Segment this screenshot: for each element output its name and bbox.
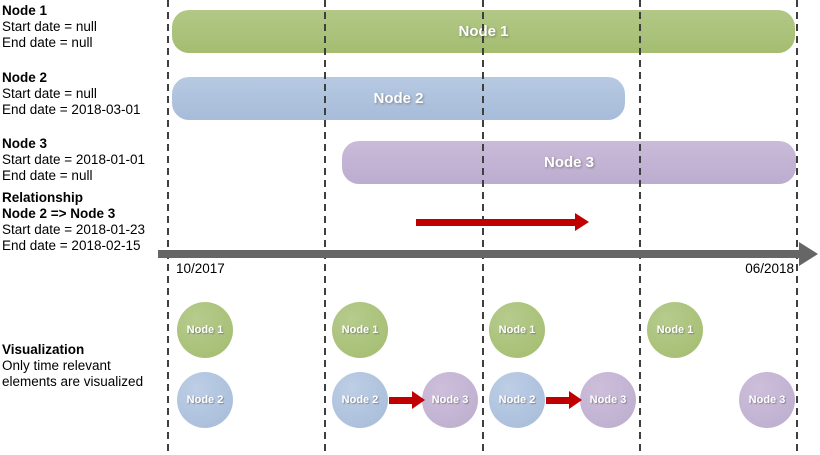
viz-relationship-arrow-t3-line [546,397,569,404]
viz-node1-t1: Node 1 [177,302,233,358]
gantt-bar-node3: Node 3 [342,141,796,184]
gridline-2 [324,0,326,452]
viz-node1-t1-label: Node 1 [186,324,224,336]
viz-node1-t3: Node 1 [489,302,545,358]
legend-node3-start: Start date = 2018-01-01 [2,152,145,167]
viz-relationship-arrow-t3-head-icon [569,391,582,409]
viz-relationship-arrow-t2-head-icon [412,391,425,409]
legend-node2: Node 2 Start date = null End date = 2018… [2,70,141,118]
legend-visualization-title: Visualization [2,342,85,357]
gridline-4 [639,0,641,452]
viz-node2-t2-label: Node 2 [341,394,379,406]
gridline-5 [796,0,798,452]
gridline-3 [482,0,484,452]
viz-node1-t3-label: Node 1 [498,324,536,336]
legend-visualization-line1: Only time relevant [2,358,111,373]
gridline-1 [167,0,169,452]
legend-relationship-end: End date = 2018-02-15 [2,238,141,253]
viz-node3-t3: Node 3 [580,372,636,428]
legend-node3-end: End date = null [2,168,93,183]
viz-node1-t2: Node 1 [332,302,388,358]
legend-node2-title: Node 2 [2,70,48,85]
legend-node3: Node 3 Start date = 2018-01-01 End date … [2,136,145,184]
viz-node1-t4-label: Node 1 [656,324,694,336]
legend-relationship: Relationship Node 2 => Node 3 Start date… [2,190,145,254]
legend-node1-title: Node 1 [2,3,48,18]
legend-relationship-start: Start date = 2018-01-23 [2,222,145,237]
viz-node1-t4: Node 1 [647,302,703,358]
relationship-arrow-head-icon [575,213,589,231]
relationship-arrow-line [416,219,575,226]
viz-node2-t1: Node 2 [177,372,233,428]
legend-visualization: Visualization Only time relevant element… [2,342,143,390]
legend-relationship-subtitle: Node 2 => Node 3 [2,206,116,221]
viz-node1-t2-label: Node 1 [341,324,379,336]
timeline-end-label: 06/2018 [745,261,794,276]
viz-node2-t1-label: Node 2 [186,394,224,406]
viz-node2-t2: Node 2 [332,372,388,428]
viz-node2-t3: Node 2 [489,372,545,428]
viz-node3-t4-label: Node 3 [748,394,786,406]
timeline-start-label: 10/2017 [176,261,225,276]
viz-node3-t3-label: Node 3 [589,394,627,406]
timeline-axis [158,250,800,258]
timeline-axis-arrow-icon [799,242,818,266]
legend-node2-end: End date = 2018-03-01 [2,102,141,117]
viz-node3-t2: Node 3 [422,372,478,428]
legend-node3-title: Node 3 [2,136,48,151]
gantt-bar-node2: Node 2 [172,77,625,120]
gantt-bar-node2-label: Node 2 [373,90,424,107]
legend-node1-end: End date = null [2,35,93,50]
viz-relationship-arrow-t2-line [389,397,412,404]
legend-node1: Node 1 Start date = null End date = null [2,3,97,51]
legend-visualization-line2: elements are visualized [2,374,144,389]
viz-node3-t4: Node 3 [739,372,795,428]
legend-node2-start: Start date = null [2,86,97,101]
gantt-bar-node3-label: Node 3 [543,154,594,171]
viz-node2-t3-label: Node 2 [498,394,536,406]
legend-node1-start: Start date = null [2,19,97,34]
viz-node3-t2-label: Node 3 [431,394,469,406]
legend-relationship-title: Relationship [2,190,84,205]
